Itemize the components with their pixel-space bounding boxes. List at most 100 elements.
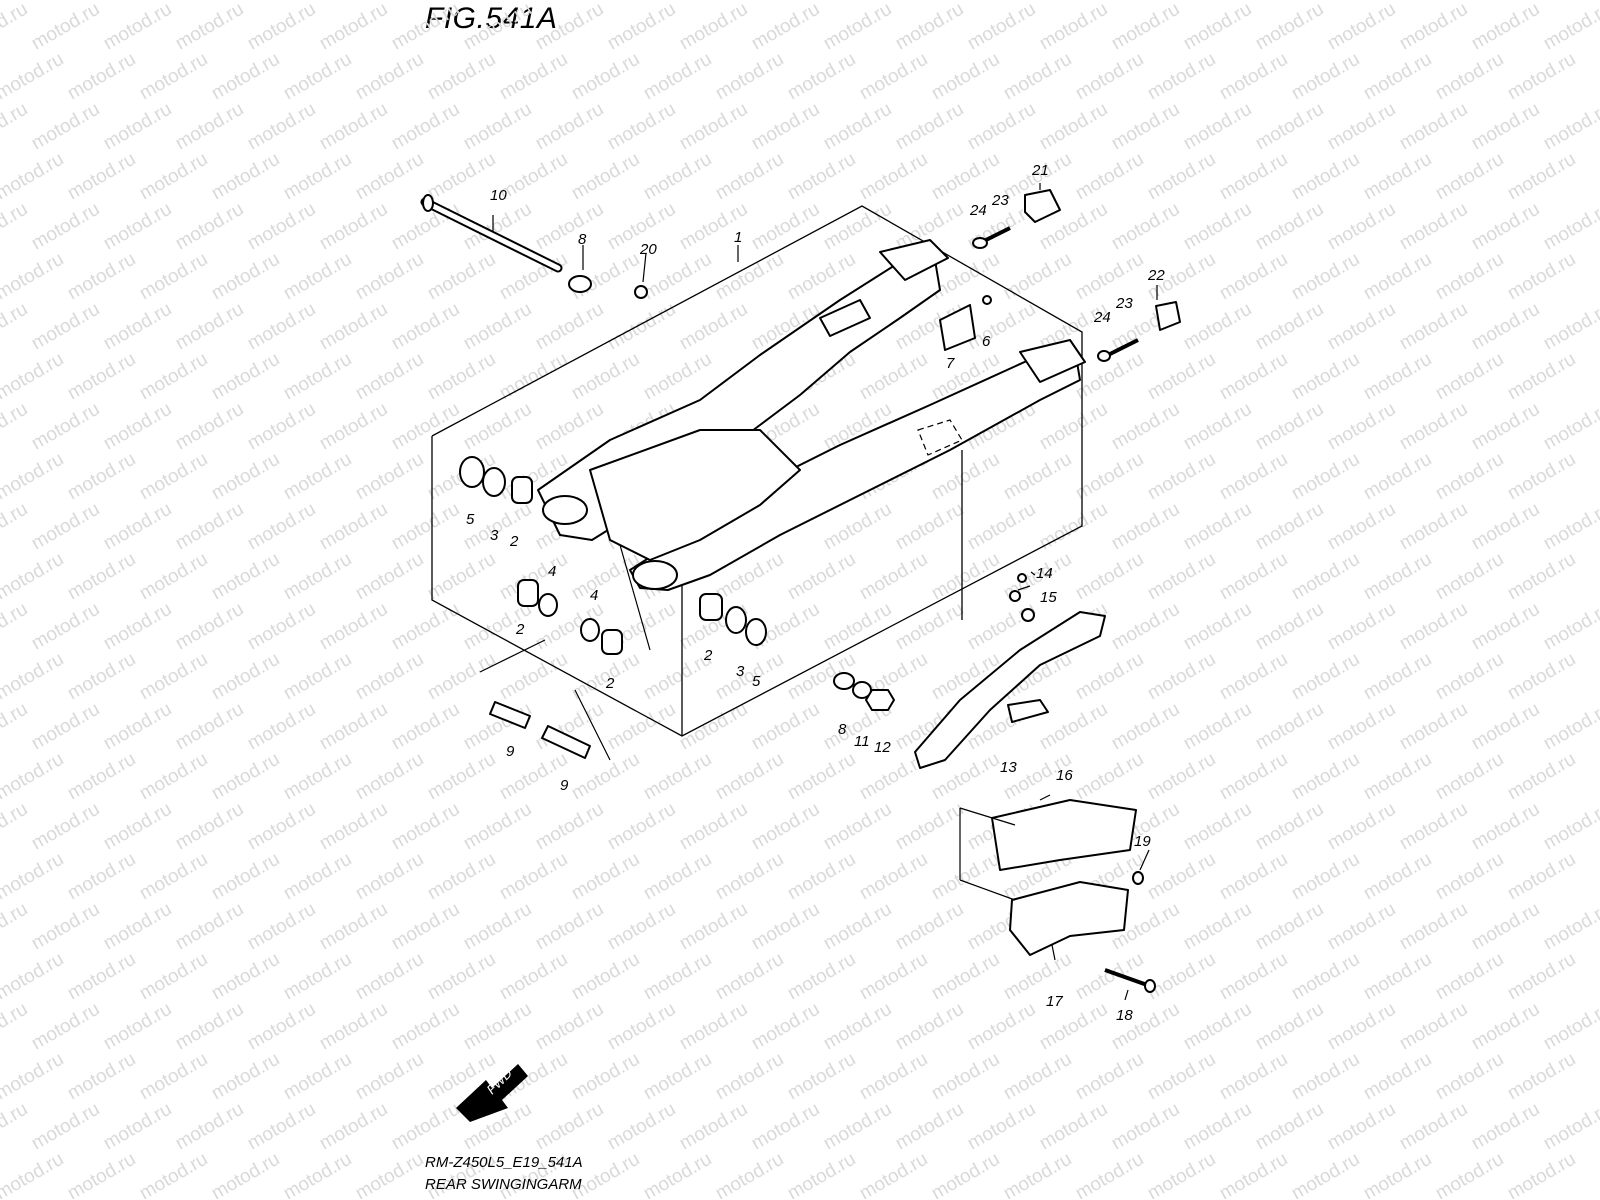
- watermark-text: motod.ru: [424, 949, 499, 1005]
- watermark-text: motod.ru: [856, 0, 931, 4]
- watermark-text: motod.ru: [532, 999, 607, 1055]
- watermark-text: motod.ru: [964, 99, 1039, 155]
- callout-3b: 3: [736, 663, 745, 680]
- watermark-text: motod.ru: [604, 899, 679, 955]
- watermark-text: motod.ru: [532, 1099, 607, 1155]
- watermark-text: motod.ru: [1360, 549, 1435, 605]
- watermark-text: motod.ru: [1000, 949, 1075, 1005]
- watermark-text: motod.ru: [388, 699, 463, 755]
- watermark-text: motod.ru: [172, 599, 247, 655]
- watermark-text: motod.ru: [1540, 0, 1600, 54]
- watermark-text: motod.ru: [28, 599, 103, 655]
- watermark-text: motod.ru: [568, 749, 643, 805]
- watermark-text: motod.ru: [1432, 749, 1507, 805]
- watermark-text: motod.ru: [136, 249, 211, 305]
- watermark-text: motod.ru: [100, 899, 175, 955]
- watermark-text: motod.ru: [820, 999, 895, 1055]
- assembly-box: [431, 205, 1083, 737]
- watermark-text: motod.ru: [1288, 149, 1363, 205]
- watermark-text: motod.ru: [0, 949, 67, 1005]
- watermark-text: motod.ru: [64, 949, 139, 1005]
- callout-5a: 5: [466, 511, 475, 528]
- watermark-text: motod.ru: [1396, 699, 1471, 755]
- watermark-text: motod.ru: [1072, 1049, 1147, 1105]
- watermark-text: motod.ru: [640, 749, 715, 805]
- watermark-text: motod.ru: [28, 0, 103, 54]
- watermark-text: motod.ru: [748, 1099, 823, 1155]
- watermark-text: motod.ru: [136, 549, 211, 605]
- watermark-text: motod.ru: [280, 649, 355, 705]
- watermark-text: motod.ru: [568, 49, 643, 105]
- watermark-text: motod.ru: [316, 1099, 391, 1155]
- figure-title: FIG.541A: [425, 2, 558, 35]
- watermark-text: motod.ru: [1252, 999, 1327, 1055]
- watermark-text: motod.ru: [712, 949, 787, 1005]
- watermark-text: motod.ru: [316, 499, 391, 555]
- watermark-text: motod.ru: [1432, 649, 1507, 705]
- chain-slider: [914, 573, 1106, 769]
- watermark-text: motod.ru: [1144, 749, 1219, 805]
- watermark-text: motod.ru: [100, 799, 175, 855]
- watermark-text: motod.ru: [1108, 99, 1183, 155]
- watermark-text: motod.ru: [100, 699, 175, 755]
- watermark-text: motod.ru: [496, 0, 571, 4]
- callout-15: 15: [1040, 589, 1057, 606]
- watermark-text: motod.ru: [1360, 449, 1435, 505]
- watermark-text: motod.ru: [208, 649, 283, 705]
- watermark-text: motod.ru: [676, 799, 751, 855]
- watermark-text: motod.ru: [1000, 0, 1075, 4]
- watermark-text: motod.ru: [352, 449, 427, 505]
- watermark-text: motod.ru: [604, 99, 679, 155]
- watermark-text: motod.ru: [280, 949, 355, 1005]
- watermark-text: motod.ru: [208, 249, 283, 305]
- watermark-text: motod.ru: [280, 49, 355, 105]
- watermark-text: motod.ru: [136, 149, 211, 205]
- watermark-text: motod.ru: [1468, 899, 1543, 955]
- watermark-text: motod.ru: [1360, 149, 1435, 205]
- watermark-text: motod.ru: [1540, 999, 1600, 1055]
- watermark-text: motod.ru: [1216, 149, 1291, 205]
- callout-13: 13: [1000, 759, 1017, 776]
- watermark-text: motod.ru: [1432, 949, 1507, 1005]
- watermark-text: motod.ru: [244, 399, 319, 455]
- watermark-text: motod.ru: [388, 399, 463, 455]
- watermark-text: motod.ru: [1324, 899, 1399, 955]
- watermark-text: motod.ru: [1504, 1149, 1579, 1200]
- watermark-text: motod.ru: [1324, 99, 1399, 155]
- watermark-text: motod.ru: [1216, 549, 1291, 605]
- watermark-text: motod.ru: [136, 649, 211, 705]
- watermark-text: motod.ru: [1288, 1149, 1363, 1200]
- watermark-text: motod.ru: [1180, 599, 1255, 655]
- watermark-text: motod.ru: [1180, 0, 1255, 54]
- watermark-text: motod.ru: [28, 699, 103, 755]
- watermark-text: motod.ru: [1036, 499, 1111, 555]
- watermark-text: motod.ru: [0, 599, 31, 655]
- watermark-text: motod.ru: [424, 49, 499, 105]
- watermark-text: motod.ru: [604, 999, 679, 1055]
- watermark-text: motod.ru: [964, 999, 1039, 1055]
- watermark-text: motod.ru: [244, 299, 319, 355]
- leader-lines: [479, 183, 1158, 1001]
- watermark-text: motod.ru: [1504, 0, 1579, 4]
- callout-19: 19: [1134, 833, 1151, 850]
- watermark-text: motod.ru: [28, 999, 103, 1055]
- watermark-text: motod.ru: [568, 949, 643, 1005]
- watermark-text: motod.ru: [1072, 449, 1147, 505]
- watermark-text: motod.ru: [0, 449, 67, 505]
- watermark-text: motod.ru: [172, 899, 247, 955]
- watermark-text: motod.ru: [1288, 349, 1363, 405]
- figure-code: RM-Z450L5_E19_541A: [425, 1154, 583, 1171]
- watermark-text: motod.ru: [1504, 749, 1579, 805]
- watermark-text: motod.ru: [928, 1149, 1003, 1200]
- watermark-text: motod.ru: [604, 799, 679, 855]
- watermark-text: motod.ru: [532, 799, 607, 855]
- watermark-text: motod.ru: [64, 1049, 139, 1105]
- callout-6: 6: [982, 333, 991, 350]
- watermark-text: motod.ru: [1144, 449, 1219, 505]
- watermark-text: motod.ru: [892, 99, 967, 155]
- watermark-text: motod.ru: [316, 199, 391, 255]
- watermark-text: motod.ru: [0, 699, 31, 755]
- watermark-text: motod.ru: [1432, 849, 1507, 905]
- watermark-text: motod.ru: [1504, 1049, 1579, 1105]
- watermark-text: motod.ru: [1396, 0, 1471, 54]
